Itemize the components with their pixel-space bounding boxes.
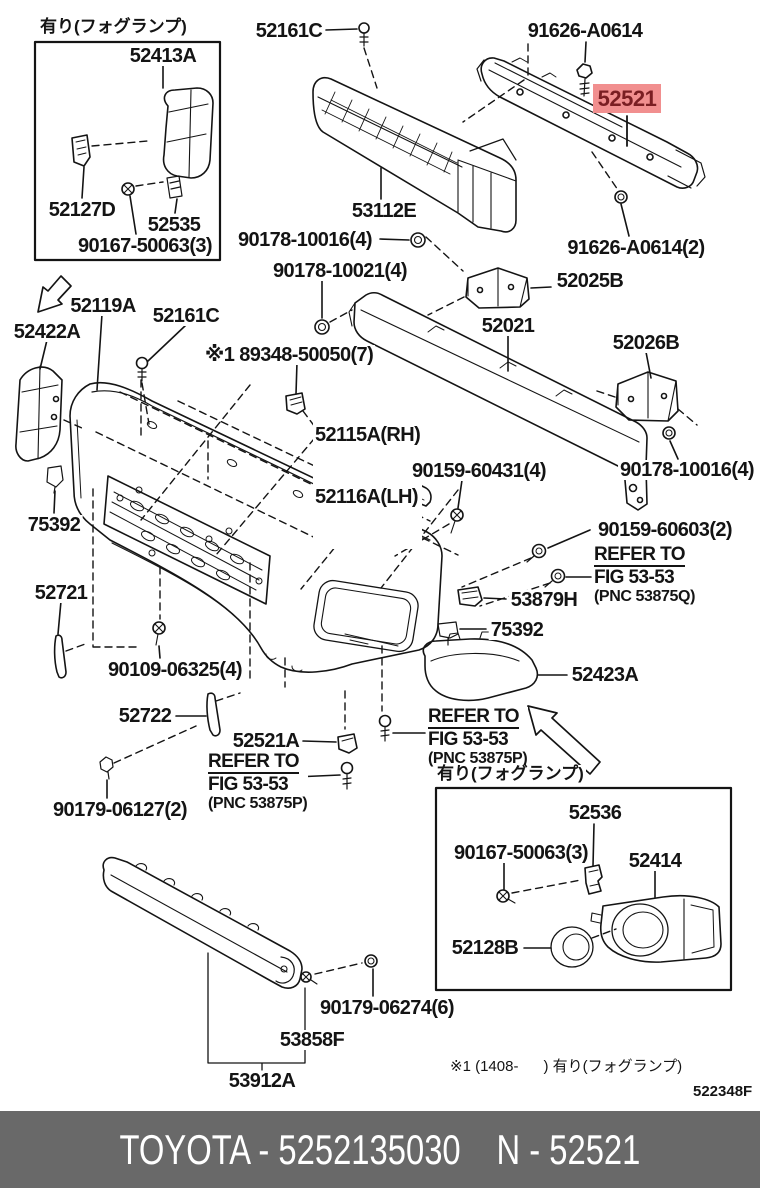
footer-bar: TOYOTA - 5252135030 N - 52521 <box>0 1111 760 1188</box>
part-label-52721: 52721 <box>32 582 90 604</box>
refer-note-line2: FIG 53-53 <box>594 567 675 589</box>
refer-note-line1: REFER TO <box>594 545 686 568</box>
part-label-52161c-top: 52161C <box>253 20 325 42</box>
part-label-52413a: 52413A <box>127 45 199 67</box>
fog-lamp-cover-art <box>71 63 214 235</box>
refer-note-line1: REFER TO <box>428 707 520 730</box>
valance-panel-art <box>102 856 378 1071</box>
part-label-53879h: 53879H <box>508 589 580 611</box>
refer-note-53875p-left: REFER TO FIG 53-53 (PNC 53875P) <box>207 752 309 814</box>
part-label-52414: 52414 <box>626 850 684 872</box>
part-label-90179-06274: 90179-06274(6) <box>318 997 456 1019</box>
refer-note-line1: REFER TO <box>208 752 300 775</box>
inset-top-left-box <box>33 40 222 262</box>
footer-part-reference: N - 52521 <box>496 1125 641 1173</box>
part-label-90178-10016-right: 90178-10016(4) <box>618 459 756 481</box>
availability-footnote: ※1 (1408- ) 有り(フォグランプ) <box>450 1055 683 1076</box>
refer-note-53875p-right: REFER TO FIG 53-53 (PNC 53875P) <box>427 707 529 769</box>
part-label-90159-60603: 90159-60603(2) <box>596 519 734 541</box>
part-label-53912a: 53912A <box>226 1070 298 1092</box>
part-label-90159-60431: 90159-60431(4) <box>410 460 548 482</box>
part-label-52722: 52722 <box>116 705 174 727</box>
part-label-90179-06127: 90179-06127(2) <box>51 799 189 821</box>
refer-note-line3: (PNC 53875Q) <box>594 587 696 605</box>
nut-90178-art <box>314 232 464 335</box>
refer-note-line3: (PNC 53875P) <box>208 794 308 812</box>
part-label-75392-left: 75392 <box>25 514 83 536</box>
part-label-52026b: 52026B <box>610 332 682 354</box>
part-label-52535: 52535 <box>145 214 203 236</box>
bracket-52026b-art <box>596 351 698 460</box>
bumper-support-52422a-art <box>15 275 72 514</box>
refer-note-line2: FIG 53-53 <box>208 774 289 796</box>
part-label-52116a: 52116A(LH) <box>315 486 419 508</box>
part-label-52521a: 52521A <box>230 730 302 752</box>
part-label-52119a: 52119A <box>68 295 138 317</box>
part-label-91626-a0614: 91626-A0614 <box>525 20 645 42</box>
part-label-52128b: 52128B <box>449 937 521 959</box>
part-label-52127d: 52127D <box>46 199 118 221</box>
part-label-52025b: 52025B <box>554 270 626 292</box>
part-label-89348-50050: ※1 89348-50050(7) <box>202 344 376 366</box>
refer-note-line2: FIG 53-53 <box>428 729 509 751</box>
part-label-53858f: 53858F <box>277 1029 347 1051</box>
part-label-90109-06325: 90109-06325(4) <box>106 659 244 681</box>
figure-code: 522348F <box>693 1083 753 1100</box>
fog-lamp-art <box>496 823 722 968</box>
part-label-53112e: 53112E <box>349 200 419 222</box>
bumper-extension-art <box>422 631 601 775</box>
footer-catalog-number: TOYOTA - 5252135030 <box>119 1125 461 1173</box>
part-label-90167-50063-bottom: 90167-50063(3) <box>452 842 590 864</box>
footer-text: TOYOTA - 5252135030 N - 52521 <box>120 1126 641 1174</box>
highlighted-part-label-52521: 52521 <box>593 84 661 113</box>
screw-52161c-top <box>325 22 378 89</box>
part-label-75392-right: 75392 <box>488 619 546 641</box>
part-label-90178-10016-top: 90178-10016(4) <box>236 229 374 251</box>
part-label-52161c-mid: 52161C <box>150 305 222 327</box>
part-label-91626-a0614-2: 91626-A0614(2) <box>565 237 707 259</box>
part-label-90167-50063-top: 90167-50063(3) <box>76 235 214 257</box>
bracket-52025b-art <box>427 267 552 316</box>
lower-grille-art <box>312 76 517 233</box>
inset-bottom-right-box <box>434 786 733 992</box>
part-label-52021: 52021 <box>479 315 537 337</box>
inset-bottom-caption: 有り(フォグランプ) <box>435 764 586 783</box>
part-label-52536: 52536 <box>566 802 624 824</box>
bumper-reinforcement-art <box>462 41 706 237</box>
part-label-52115a-52116a: 52115A(RH) 52116A(LH) <box>313 385 423 549</box>
refer-note-53875q: REFER TO FIG 53-53 (PNC 53875Q) <box>593 545 697 607</box>
part-label-90178-10021: 90178-10021(4) <box>271 260 409 282</box>
part-label-52422a: 52422A <box>11 321 83 343</box>
part-label-52423a: 52423A <box>569 664 641 686</box>
refer-note-line3: (PNC 53875P) <box>428 749 528 767</box>
part-label-52115a: 52115A(RH) <box>315 424 421 446</box>
inset-top-caption: 有り(フォグランプ) <box>38 17 189 36</box>
